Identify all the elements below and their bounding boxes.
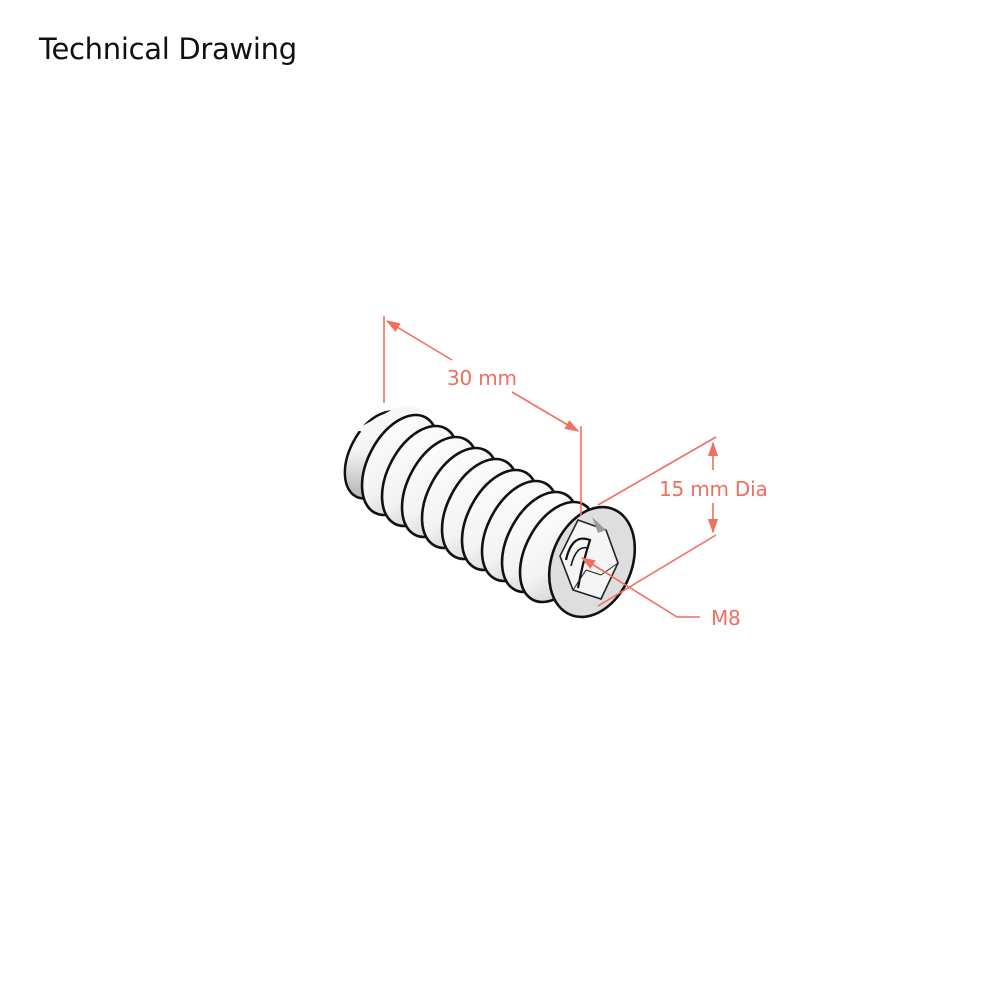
thread-size-label: M8 bbox=[711, 606, 741, 630]
thread-rings bbox=[360, 413, 598, 604]
length-dimension-label: 30 mm bbox=[447, 366, 517, 390]
page-title: Technical Drawing bbox=[39, 32, 297, 66]
dimension-annotations bbox=[383, 316, 719, 618]
diameter-dimension-label: 15 mm Dia bbox=[659, 477, 768, 501]
